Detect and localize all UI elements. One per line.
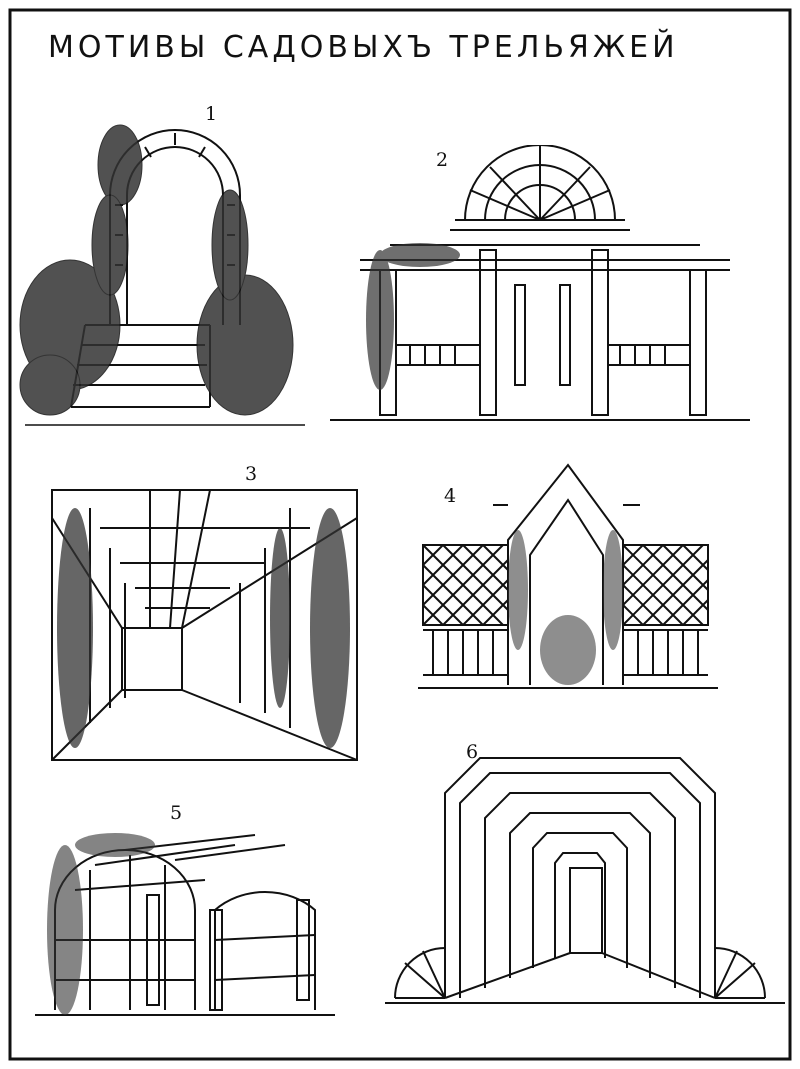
figure-2-pergola [330, 145, 750, 421]
figure-number-2: 2 [436, 149, 449, 171]
figure-1-arched-trellis [19, 124, 305, 426]
figure-5-barrel-trellis [35, 833, 335, 1016]
figure-number-1: 1 [205, 103, 218, 125]
figure-3-corridor-pergola [51, 489, 358, 761]
figure-number-4: 4 [444, 485, 457, 507]
figure-6-octagonal-tunnel [385, 757, 785, 1004]
figure-number-6: 6 [466, 741, 479, 763]
plate-title: МОТИВЫ САДОВЫХЪ ТРЕЛЬЯЖЕЙ [48, 30, 679, 65]
figure-number-3: 3 [245, 463, 258, 485]
figure-4-lattice-arch [418, 463, 718, 689]
figure-number-5: 5 [170, 802, 183, 824]
